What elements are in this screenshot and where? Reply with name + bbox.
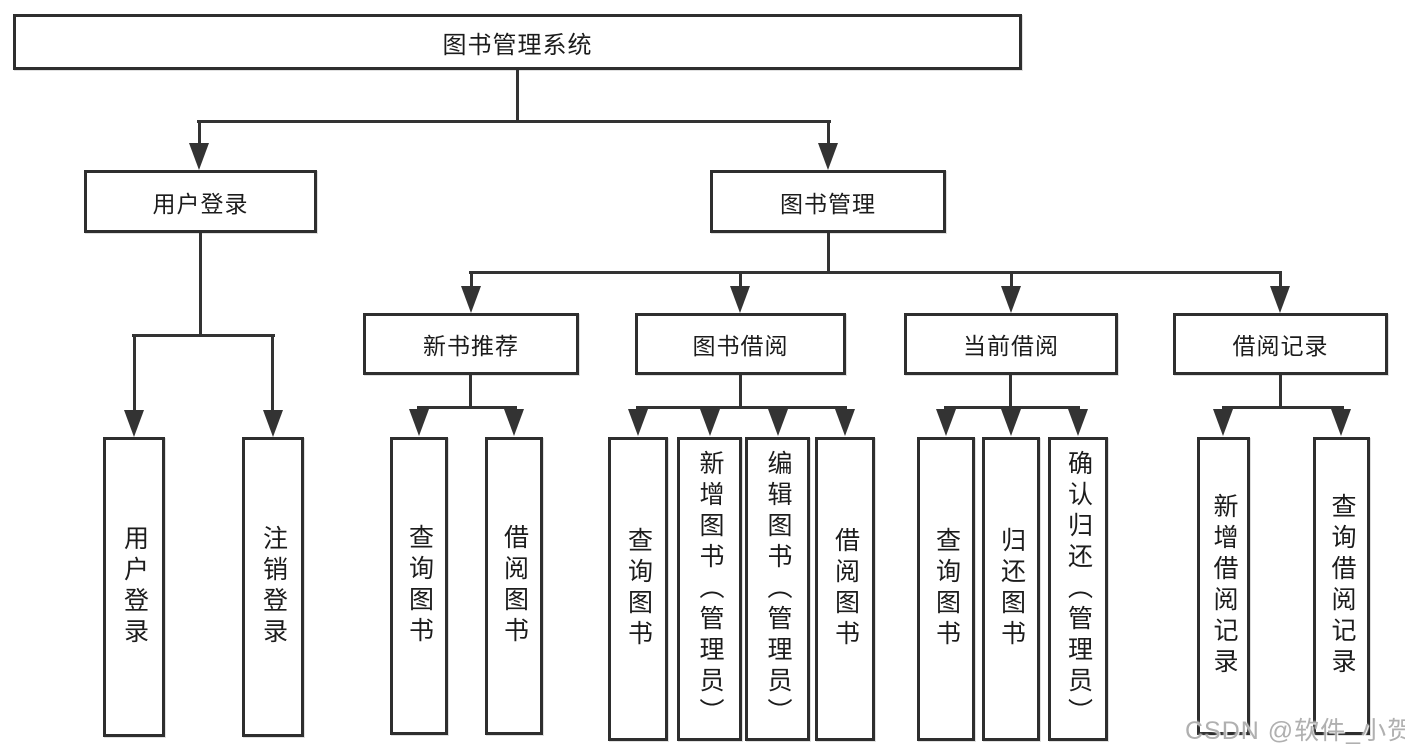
arrowhead-borrowing xyxy=(730,286,750,313)
node-current-borrowing-label: 当前借阅 xyxy=(963,333,1059,359)
leaf-add-book-admin: 新增图书（管理员） xyxy=(677,437,742,741)
leaf-query-books-3: 查询图书 xyxy=(917,437,975,741)
leaf-add-borrow-record: 新增借阅记录 xyxy=(1197,437,1250,735)
connector-records-down xyxy=(1279,375,1282,409)
connector-current-stem xyxy=(1010,271,1013,289)
leaf-query-books-3-label: 查询图书 xyxy=(932,527,961,651)
arrowhead-records xyxy=(1270,286,1290,313)
arrowhead-current-leaf1 xyxy=(936,409,956,436)
node-book-management-label: 图书管理 xyxy=(780,190,876,217)
node-borrowing-records: 借阅记录 xyxy=(1173,313,1388,375)
arrowhead-current xyxy=(1001,286,1021,313)
arrowhead-user-login xyxy=(189,143,209,170)
connector-login-leaf1-stem xyxy=(133,334,136,413)
leaf-return-book-label: 归还图书 xyxy=(997,527,1026,651)
connector-book-mgmt-stem xyxy=(827,120,830,146)
leaf-user-login-label: 用户登录 xyxy=(120,525,149,649)
arrowhead-login-leaf2 xyxy=(263,410,283,437)
connector-current-rail xyxy=(944,406,1080,409)
leaf-query-borrow-record-label: 查询借阅记录 xyxy=(1328,493,1356,679)
connector-current-down xyxy=(1009,375,1012,409)
connector-new-book-stem xyxy=(470,271,473,289)
leaf-query-borrow-record: 查询借阅记录 xyxy=(1313,437,1370,735)
arrowhead-records-leaf2 xyxy=(1331,409,1351,436)
node-new-book-recommend-label: 新书推荐 xyxy=(423,333,519,359)
leaf-borrow-books-1-label: 借阅图书 xyxy=(500,524,529,648)
arrowhead-new-book-leaf2 xyxy=(504,409,524,436)
connector-level3-rail xyxy=(469,271,1282,274)
connector-root-stem xyxy=(516,70,519,122)
arrowhead-borrowing-leaf2 xyxy=(700,409,720,436)
connector-borrowing-down xyxy=(739,375,742,409)
connector-new-book-down xyxy=(469,375,472,409)
connector-user-login-down xyxy=(199,233,202,337)
connector-level2-rail xyxy=(197,120,831,123)
connector-records-stem xyxy=(1279,271,1282,289)
connector-records-rail xyxy=(1222,406,1344,409)
arrowhead-login-leaf1 xyxy=(124,410,144,437)
leaf-edit-book-admin: 编辑图书（管理员） xyxy=(745,437,810,741)
leaf-confirm-return-admin: 确认归还（管理员） xyxy=(1048,437,1108,741)
leaf-add-borrow-record-label: 新增借阅记录 xyxy=(1210,493,1238,679)
connector-user-login-rail xyxy=(132,334,275,337)
leaf-query-books-2-label: 查询图书 xyxy=(624,527,653,651)
arrowhead-records-leaf1 xyxy=(1213,409,1233,436)
leaf-edit-book-admin-label: 编辑图书（管理员） xyxy=(764,449,792,729)
node-book-management: 图书管理 xyxy=(710,170,946,233)
leaf-logout: 注销登录 xyxy=(242,437,304,737)
leaf-borrow-books-2: 借阅图书 xyxy=(815,437,875,741)
arrowhead-new-book-leaf1 xyxy=(409,409,429,436)
arrowhead-book-mgmt xyxy=(818,143,838,170)
arrowhead-borrowing-leaf3 xyxy=(768,409,788,436)
csdn-watermark: CSDN @软件_小贺同学 xyxy=(1185,717,1405,745)
node-book-borrowing: 图书借阅 xyxy=(635,313,846,375)
node-current-borrowing: 当前借阅 xyxy=(904,313,1118,375)
leaf-query-books-1: 查询图书 xyxy=(390,437,448,735)
node-root-label: 图书管理系统 xyxy=(442,31,593,59)
connector-book-mgmt-down xyxy=(827,233,830,274)
connector-borrowing-rail xyxy=(636,406,847,409)
leaf-user-login: 用户登录 xyxy=(103,437,165,737)
node-root: 图书管理系统 xyxy=(13,14,1022,70)
leaf-confirm-return-admin-label: 确认归还（管理员） xyxy=(1064,449,1093,729)
arrowhead-current-leaf3 xyxy=(1068,409,1088,436)
leaf-logout-label: 注销登录 xyxy=(259,525,288,649)
leaf-add-book-admin-label: 新增图书（管理员） xyxy=(696,449,724,729)
arrowhead-borrowing-leaf1 xyxy=(628,409,648,436)
leaf-borrow-books-1: 借阅图书 xyxy=(485,437,543,735)
connector-user-login-stem xyxy=(198,120,201,146)
node-borrowing-records-label: 借阅记录 xyxy=(1232,333,1329,359)
leaf-query-books-1-label: 查询图书 xyxy=(405,524,434,648)
leaf-query-books-2: 查询图书 xyxy=(608,437,668,741)
node-user-login-label: 用户登录 xyxy=(152,190,249,217)
arrowhead-new-book xyxy=(461,286,481,313)
connector-new-book-rail xyxy=(417,406,517,409)
leaf-borrow-books-2-label: 借阅图书 xyxy=(831,527,860,651)
arrowhead-borrowing-leaf4 xyxy=(835,409,855,436)
node-user-login: 用户登录 xyxy=(84,170,317,233)
connector-login-leaf2-stem xyxy=(271,334,274,413)
arrowhead-current-leaf2 xyxy=(1001,409,1021,436)
connector-borrowing-stem xyxy=(739,271,742,289)
node-new-book-recommend: 新书推荐 xyxy=(363,313,579,375)
leaf-return-book: 归还图书 xyxy=(982,437,1040,741)
node-book-borrowing-label: 图书借阅 xyxy=(692,333,789,359)
